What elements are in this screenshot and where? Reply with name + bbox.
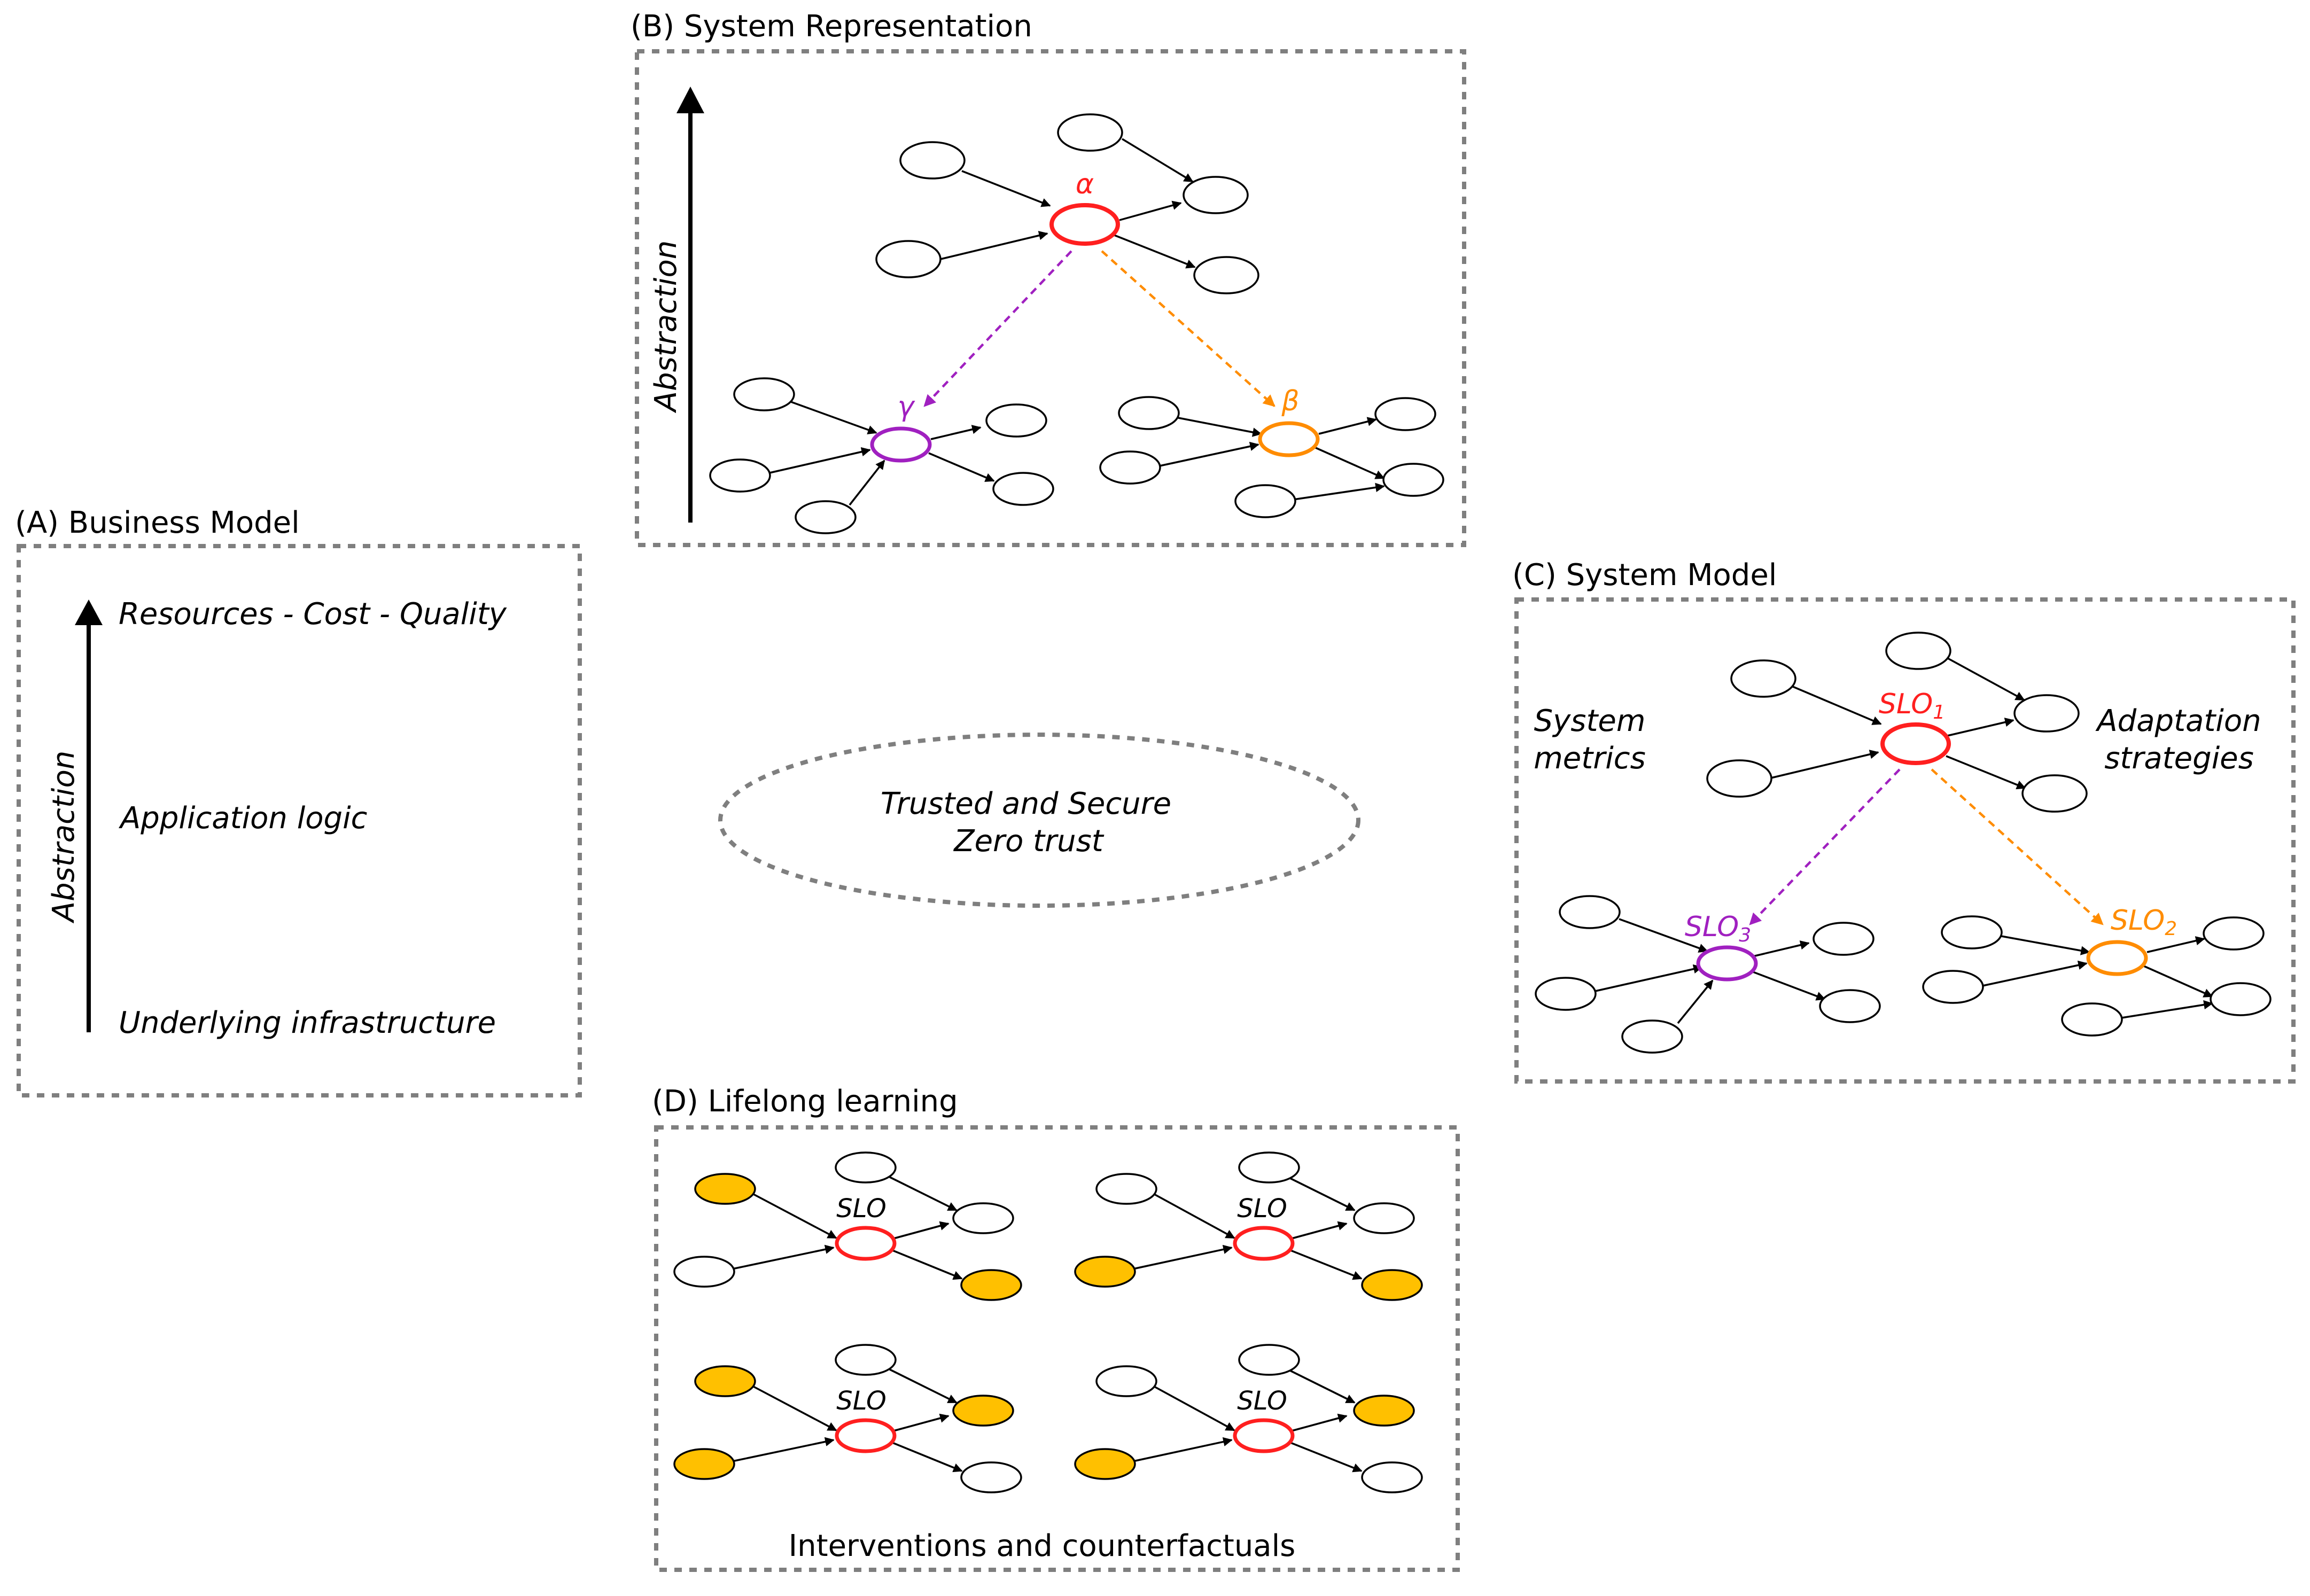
panel-system-model: (C) System Model System metrics Adaptati… bbox=[1512, 558, 2296, 1084]
trust-ellipse bbox=[718, 733, 1360, 908]
slo-label-4: SLO bbox=[1237, 1386, 1287, 1416]
lifelong-graph-1: SLO bbox=[673, 1151, 1022, 1301]
panel-business-model: (A) Business Model Abstraction Resources… bbox=[15, 505, 582, 1097]
trust-line-2: Zero trust bbox=[953, 824, 1105, 859]
adaptation-line-2: strategies bbox=[2104, 741, 2254, 776]
slo2-label: SLO2 bbox=[2111, 905, 2177, 940]
abstraction-arrowhead-a bbox=[75, 600, 103, 625]
slo-label-1: SLO bbox=[836, 1194, 886, 1224]
level-top: Resources - Cost - Quality bbox=[119, 597, 507, 632]
slo2-node bbox=[2086, 940, 2148, 976]
lifelong-graph-3: SLO bbox=[673, 1344, 1022, 1493]
panel-a-title: (A) Business Model bbox=[15, 505, 300, 540]
alpha-to-gamma-arrow bbox=[923, 250, 1072, 407]
slo1-to-slo3-arrow bbox=[1749, 768, 1901, 925]
lifelong-graph-4: SLO bbox=[1074, 1344, 1423, 1493]
panel-d-box bbox=[654, 1125, 1460, 1572]
panel-a-box bbox=[17, 544, 582, 1097]
system-metrics-line-1: System bbox=[1534, 704, 1646, 738]
panel-c-box bbox=[1514, 597, 2296, 1084]
panel-d-title: (D) Lifelong learning bbox=[652, 1084, 958, 1119]
trust-ellipse-group: Trusted and Secure Zero trust bbox=[718, 733, 1360, 908]
alpha-node bbox=[1049, 203, 1120, 246]
level-middle: Application logic bbox=[119, 801, 368, 836]
slo-label-2: SLO bbox=[1237, 1194, 1287, 1224]
trust-line-1: Trusted and Secure bbox=[881, 787, 1171, 821]
panel-b-title: (B) System Representation bbox=[631, 9, 1032, 44]
panel-d-caption: Interventions and counterfactuals bbox=[789, 1529, 1296, 1563]
gamma-node bbox=[870, 426, 932, 463]
panel-a-axis-label: Abstraction bbox=[46, 751, 81, 923]
panel-system-representation: (B) System Representation Abstraction α bbox=[631, 9, 1466, 547]
slo3-node bbox=[1696, 945, 1758, 982]
slo1-node bbox=[1880, 722, 1951, 765]
panel-b-box bbox=[635, 49, 1466, 547]
level-bottom: Underlying infrastructure bbox=[119, 1006, 496, 1040]
panel-c-title: (C) System Model bbox=[1512, 558, 1777, 593]
adaptation-line-1: Adaptation bbox=[2095, 704, 2261, 738]
alpha-label: α bbox=[1076, 168, 1094, 200]
slo-label-3: SLO bbox=[836, 1386, 886, 1416]
beta-node bbox=[1258, 421, 1320, 457]
panel-b-axis-label: Abstraction bbox=[649, 240, 683, 413]
slo1-label: SLO1 bbox=[1879, 688, 1945, 723]
gamma-label: γ bbox=[898, 391, 916, 423]
alpha-to-beta-arrow bbox=[1101, 250, 1275, 407]
slo3-label: SLO3 bbox=[1685, 911, 1751, 946]
lifelong-graph-2: SLO bbox=[1074, 1151, 1423, 1301]
abstraction-arrowhead-b bbox=[676, 87, 704, 113]
system-metrics-line-2: metrics bbox=[1534, 741, 1646, 776]
beta-label: β bbox=[1281, 385, 1299, 417]
panel-lifelong-learning: (D) Lifelong learning SLO bbox=[652, 1084, 1460, 1572]
